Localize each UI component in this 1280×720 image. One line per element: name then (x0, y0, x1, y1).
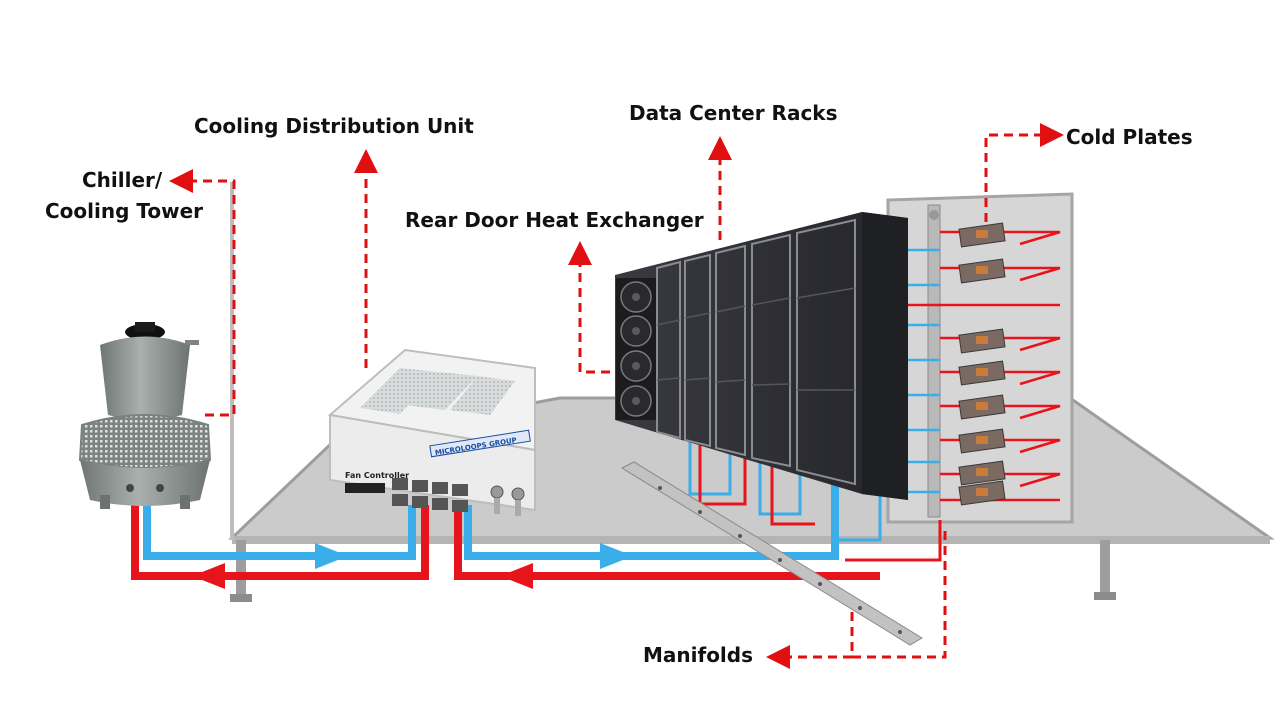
label-chiller-line1: Chiller/ (82, 168, 163, 192)
server-rack-icon (615, 212, 908, 500)
fan-icon (616, 278, 656, 420)
callout-leaders (169, 123, 1064, 669)
cooling-tower-icon (78, 322, 212, 509)
label-data-center-racks: Data Center Racks (629, 101, 838, 125)
cold-plate-icon (958, 222, 1006, 506)
label-manifolds: Manifolds (643, 643, 754, 667)
cdu-controls (345, 478, 525, 516)
label-cold-plates: Cold Plates (1066, 125, 1193, 149)
cdu-controller-text: Fan Controller (345, 471, 409, 480)
coolant-pipes (131, 440, 942, 589)
cdu-unit-icon: MICROLOOPS GROUP Fan Controller (327, 348, 536, 516)
label-chiller-line2: Cooling Tower (45, 199, 204, 223)
label-rear-door-heat-exchanger: Rear Door Heat Exchanger (405, 208, 704, 232)
label-cooling-distribution-unit: Cooling Distribution Unit (194, 114, 474, 138)
